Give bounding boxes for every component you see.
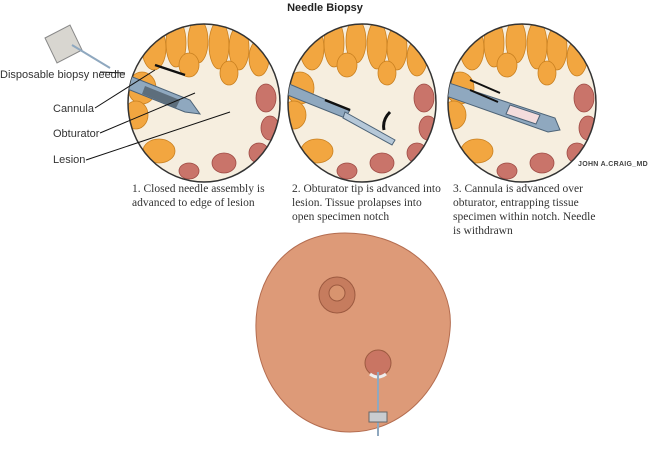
label-obturator: Obturator — [53, 128, 100, 140]
step-2-caption: 2. Obturator tip is advanced into lesion… — [292, 183, 441, 223]
figure-title: Needle Biopsy — [287, 2, 363, 14]
label-cannula: Cannula — [53, 103, 94, 115]
biopsy-needle-in-breast — [368, 372, 388, 436]
step-3-magnified-view — [447, 23, 597, 183]
needle-step-2 — [288, 79, 396, 146]
step-1-magnified-view — [127, 23, 281, 183]
step-2-magnified-view — [287, 23, 437, 183]
artist-signature: JOHN A.CRAIG_MD — [578, 161, 648, 168]
leader-lines — [85, 69, 231, 161]
step-1-caption: 1. Closed needle assembly is advanced to… — [132, 183, 265, 209]
label-disposable-biopsy-needle: Disposable biopsy needle — [0, 69, 126, 81]
label-lesion: Lesion — [53, 154, 86, 166]
needle-hub — [44, 24, 111, 69]
needle-step-3 — [448, 79, 561, 133]
step-3-caption: 3. Cannula is advanced over obturator, e… — [453, 183, 596, 237]
breast-illustration — [255, 232, 451, 433]
